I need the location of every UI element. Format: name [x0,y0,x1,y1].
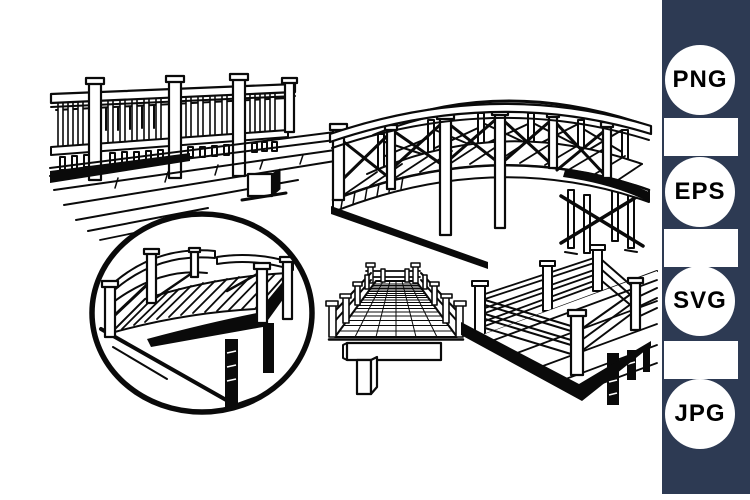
perspective-walkway-drawing [325,262,467,396]
illustration-arched-bridge [325,78,660,270]
format-badge-label: SVG [673,287,727,314]
ground-line [331,206,488,269]
front-railing [484,259,658,377]
circle-bridge-drawing [89,211,315,415]
support-pier [240,168,288,202]
format-badge-label: JPG [674,400,726,427]
side-railings [325,272,467,338]
format-badge-label: PNG [672,66,728,93]
format-badge-eps: EPS [665,157,735,227]
support-legs [461,322,651,405]
format-badge-label: EPS [674,178,726,205]
straight-bridge-drawing [49,72,336,241]
separator-block [664,341,738,379]
deck-shadow [50,153,190,183]
badge-circle-outline [89,211,315,415]
flat-deck-bridge-drawing [461,244,658,405]
illustration-straight-bridge [48,68,338,243]
format-badge-jpg: JPG [665,379,735,449]
support-structure [342,341,443,396]
format-badge-png: PNG [665,45,735,115]
format-sidebar: PNG EPS SVG JPG [662,0,750,494]
separator-block [664,118,738,156]
illustration-flat-deck-bridge [461,238,661,466]
near-railing [328,102,653,237]
arched-bridge-drawing [328,99,653,269]
illustration-circle-bridge-badge [87,211,317,417]
separator-block [664,229,738,267]
illustration-perspective-walkway [321,253,471,401]
format-badge-svg: SVG [665,266,735,336]
garden-bridge [99,246,297,409]
